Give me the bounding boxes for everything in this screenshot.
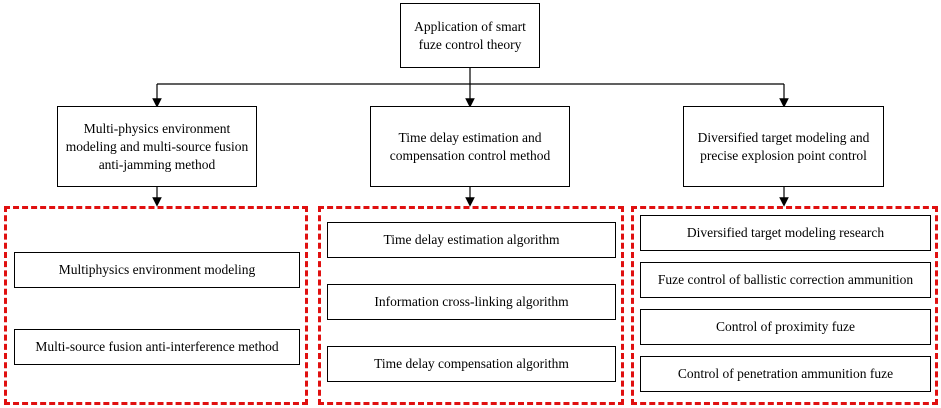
leaf-node-time-delay-estimation: Time delay estimation algorithm <box>327 222 616 258</box>
leaf-node-time-delay-compensation: Time delay compensation algorithm <box>327 346 616 382</box>
group-time-delay <box>318 206 624 405</box>
leaf-node-proximity-fuze: Control of proximity fuze <box>640 309 931 345</box>
branch-node-time-delay: Time delay estimation and compensation c… <box>370 106 570 187</box>
branch-node-label: Diversified target modeling and precise … <box>697 129 870 163</box>
leaf-node-multiphysics-modeling: Multiphysics environment modeling <box>14 252 300 288</box>
leaf-node-label: Information cross-linking algorithm <box>374 294 569 309</box>
leaf-node-label: Fuze control of ballistic correction amm… <box>657 272 914 287</box>
leaf-node-ballistic-correction: Fuze control of ballistic correction amm… <box>640 262 931 298</box>
leaf-node-label: Time delay compensation algorithm <box>374 356 569 371</box>
group-diversified-target <box>631 206 938 405</box>
group-multi-physics <box>4 206 308 405</box>
leaf-node-label: Multi-source fusion anti-interference me… <box>35 339 279 354</box>
root-node-label: Application of smart fuze control theory <box>414 18 526 52</box>
branch-node-label: Multi-physics environment modeling and m… <box>65 120 249 172</box>
leaf-node-label: Diversified target modeling research <box>686 225 885 240</box>
leaf-node-information-cross-linking: Information cross-linking algorithm <box>327 284 616 320</box>
leaf-node-label: Time delay estimation algorithm <box>383 232 560 247</box>
root-node: Application of smart fuze control theory <box>400 3 540 68</box>
leaf-node-multi-source-fusion: Multi-source fusion anti-interference me… <box>14 329 300 365</box>
branch-node-diversified-target: Diversified target modeling and precise … <box>683 106 884 187</box>
branch-node-multi-physics: Multi-physics environment modeling and m… <box>57 106 257 187</box>
leaf-node-label: Control of penetration ammunition fuze <box>677 366 894 381</box>
branch-node-label: Time delay estimation and compensation c… <box>389 129 551 163</box>
leaf-node-label: Control of proximity fuze <box>715 319 856 334</box>
leaf-node-penetration-fuze: Control of penetration ammunition fuze <box>640 356 931 392</box>
leaf-node-diversified-target-research: Diversified target modeling research <box>640 215 931 251</box>
leaf-node-label: Multiphysics environment modeling <box>58 262 256 277</box>
